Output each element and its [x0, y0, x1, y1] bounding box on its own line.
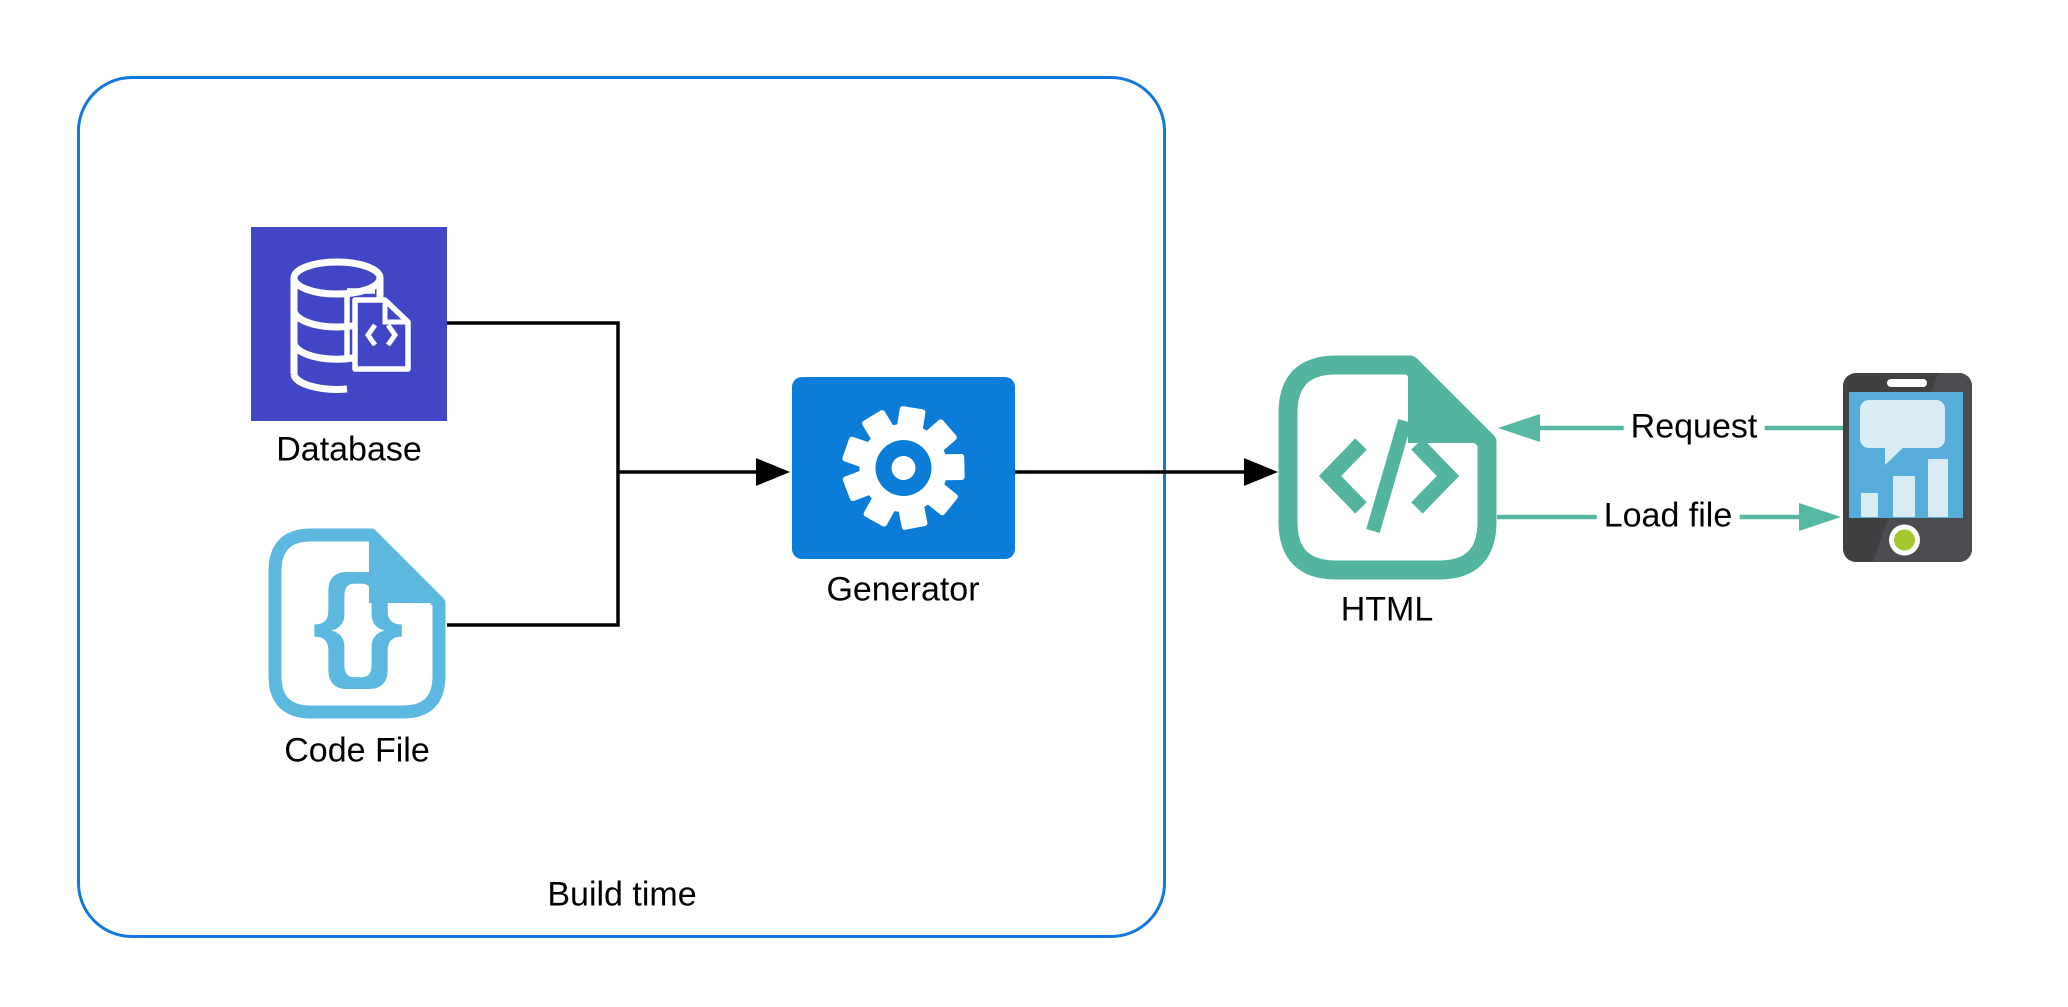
gear-icon — [842, 406, 965, 530]
bar-chart-bar-tall — [1928, 459, 1948, 517]
database-doc — [352, 297, 411, 372]
code-file-fold — [369, 531, 441, 603]
generator-node — [792, 377, 1015, 559]
home-button — [1894, 529, 1915, 551]
database-doc-back-sheet — [344, 288, 375, 361]
html-file-icon — [1278, 355, 1497, 580]
generator-label: Generator — [826, 570, 980, 609]
html-code-glyph — [1318, 419, 1460, 533]
database-doc-brackets — [364, 323, 399, 347]
arrowhead-load-file — [1799, 503, 1841, 531]
speech-bubble-tail — [1885, 444, 1907, 465]
html-label: HTML — [1340, 590, 1434, 629]
load-file-edge-label: Load file — [1596, 496, 1740, 535]
phone-speaker — [1887, 379, 1927, 387]
database-doc-fold — [382, 300, 408, 325]
database-label: Database — [276, 430, 422, 469]
arrowhead-into-html — [1244, 458, 1278, 486]
html-file-fold — [1408, 361, 1490, 443]
arrowhead-request — [1498, 414, 1540, 442]
code-file-icon: {} — [268, 528, 446, 719]
bar-chart-bar-medium — [1893, 476, 1915, 517]
phone-screen-content — [1860, 400, 1948, 517]
code-file-braces-glyph: {} — [312, 551, 402, 690]
build-time-label: Build time — [547, 875, 697, 914]
database-icon — [251, 227, 447, 421]
request-edge-label: Request — [1623, 407, 1765, 446]
bar-chart-bar-small — [1861, 493, 1878, 517]
code-file-label: Code File — [284, 731, 430, 770]
build-time-container — [77, 76, 1166, 938]
speech-bubble-icon — [1860, 400, 1945, 448]
smartphone-icon — [1843, 373, 1972, 562]
